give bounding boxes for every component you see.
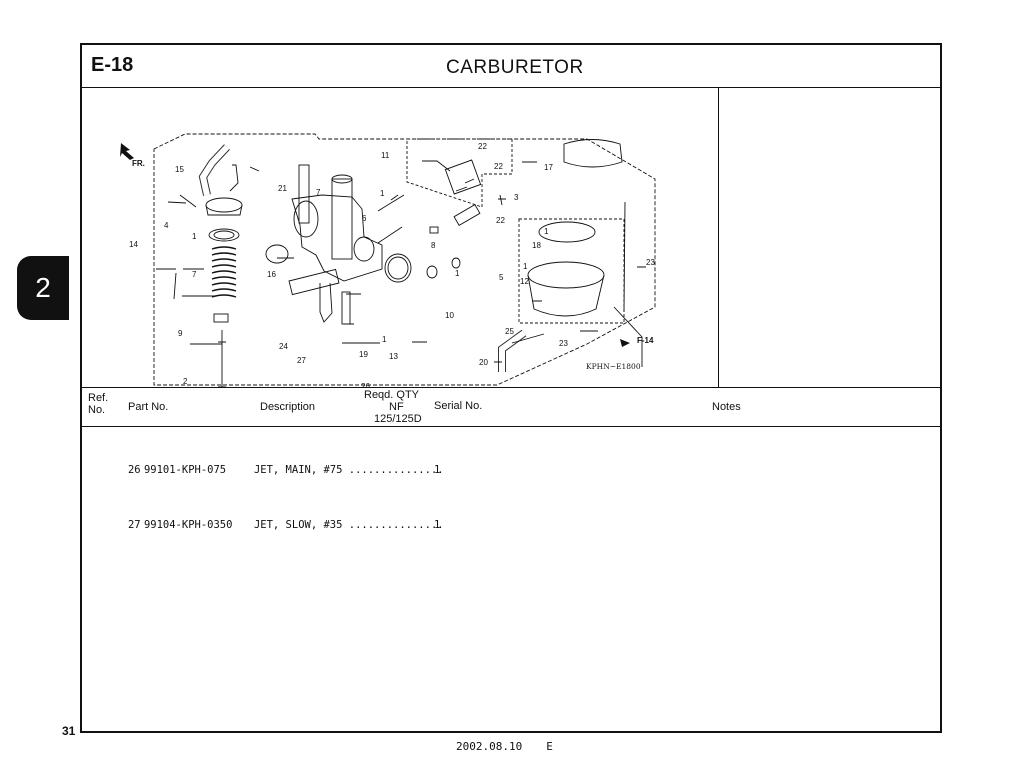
callout-22: 22 xyxy=(478,142,487,151)
col-ref-no: Ref. No. xyxy=(88,392,109,416)
callout-1: 1 xyxy=(380,189,385,198)
callout-22: 22 xyxy=(496,216,505,225)
footer-date: 2002.08.10 xyxy=(456,740,523,753)
callout-23: 23 xyxy=(559,339,568,348)
parts-page-frame: E-18 CARBURETOR xyxy=(80,43,942,733)
callout-22: 22 xyxy=(494,162,503,171)
svg-text:F-14: F-14 xyxy=(637,336,654,345)
callout-6: 6 xyxy=(362,214,367,223)
ref-number: 26 xyxy=(127,464,141,476)
callout-1: 1 xyxy=(544,227,549,236)
col-description: Description xyxy=(260,401,316,413)
col-nf: NF xyxy=(389,401,404,413)
footer-edition: E xyxy=(546,740,553,753)
callout-10: 10 xyxy=(445,311,454,320)
callout-8: 8 xyxy=(431,241,436,250)
part-description: JET, SLOW, #35 ............... xyxy=(253,519,444,531)
callout-1: 1 xyxy=(523,262,528,271)
callout-13: 13 xyxy=(389,352,398,361)
ref-number: 27 xyxy=(127,519,141,531)
col-part-no: Part No. xyxy=(128,401,169,413)
callout-27: 27 xyxy=(297,356,306,365)
callout-3: 3 xyxy=(514,193,519,202)
page-number: 31 xyxy=(62,724,76,738)
part-number: 99104-KPH-0350 xyxy=(143,519,233,531)
callout-1: 1 xyxy=(455,269,460,278)
callout-18: 18 xyxy=(532,241,541,250)
callout-2: 2 xyxy=(183,377,188,386)
callout-16: 16 xyxy=(267,270,276,279)
section-tab-number: 2 xyxy=(35,272,51,303)
callout-25: 25 xyxy=(505,327,514,336)
callout-21: 21 xyxy=(278,184,287,193)
col-notes: Notes xyxy=(712,401,741,413)
callout-9: 9 xyxy=(178,329,183,338)
part-quantity: 1 xyxy=(433,464,441,476)
svg-text:FR.: FR. xyxy=(132,159,145,168)
callout-26: 26 xyxy=(361,382,370,387)
parts-list-header: Ref. No. Part No. Description Reqd. QTY … xyxy=(82,387,940,427)
callout-1: 1 xyxy=(382,335,387,344)
callout-15: 15 xyxy=(175,165,184,174)
callout-24: 24 xyxy=(279,342,288,351)
callout-19: 19 xyxy=(359,350,368,359)
section-code: E-18 xyxy=(91,54,134,76)
callout-17: 17 xyxy=(544,163,553,172)
callout-20: 20 xyxy=(479,358,488,367)
callout-14: 14 xyxy=(129,240,138,249)
callout-7: 7 xyxy=(316,188,321,197)
callout-12: 12 xyxy=(520,277,529,286)
callout-23: 23 xyxy=(646,258,655,267)
col-serial-no: Serial No. xyxy=(434,400,483,412)
callout-4: 4 xyxy=(164,221,169,230)
col-model: 125/125D xyxy=(374,413,422,425)
col-reqd-qty: Reqd. QTY xyxy=(364,389,420,401)
callout-1: 1 xyxy=(192,232,197,241)
part-description: JET, MAIN, #75 ............... xyxy=(253,464,444,476)
page-footer: 2002.08.10 E xyxy=(456,740,553,753)
part-quantity: 1 xyxy=(433,519,441,531)
page-header: E-18 CARBURETOR xyxy=(82,45,940,88)
page-title: CARBURETOR xyxy=(446,57,584,78)
callout-11: 11 xyxy=(381,151,390,160)
section-tab: 2 xyxy=(17,256,69,320)
callout-7: 7 xyxy=(192,270,197,279)
svg-text:KPHN−E1800: KPHN−E1800 xyxy=(586,362,641,371)
carburetor-exploded-view: FR. F-14 KPHN−E1800 11111123456778910111… xyxy=(120,133,656,387)
part-number: 99101-KPH-075 xyxy=(143,464,227,476)
callout-5: 5 xyxy=(499,273,504,282)
